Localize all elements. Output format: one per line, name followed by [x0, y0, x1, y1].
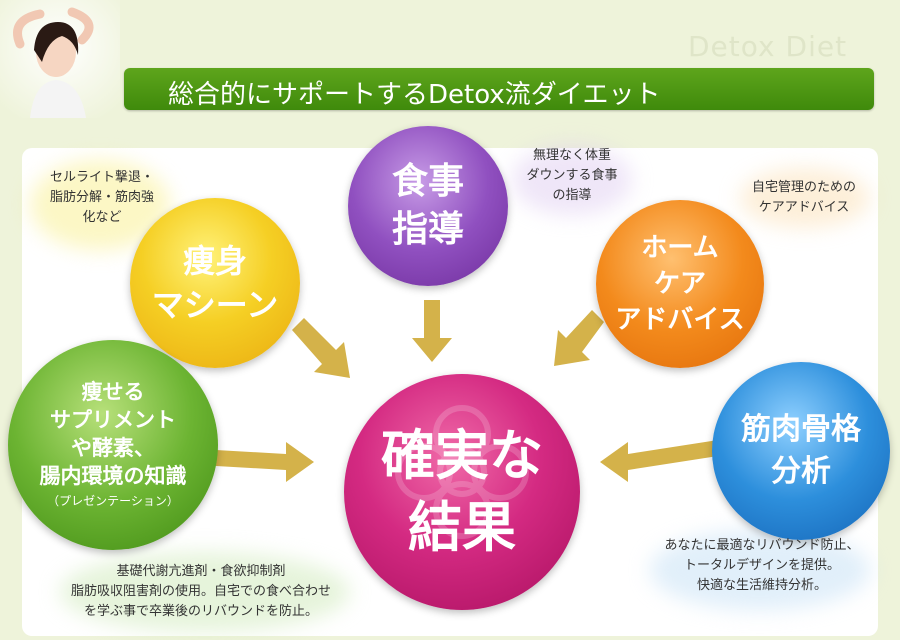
home-note: 自宅管理のための ケアアドバイス — [738, 178, 870, 218]
machine-note: セルライト撃退・ 脂肪分解・筋肉強 化など — [40, 168, 164, 228]
arrow-muscle-to-result — [600, 440, 718, 482]
result-circle: 確実な結果 — [344, 374, 580, 610]
arrow-machine-to-result — [292, 318, 350, 378]
home-circle: ホームケアアドバイス — [596, 200, 764, 368]
home-note-glow — [740, 168, 870, 228]
machine-note-line1: セルライト撃退・ — [49, 170, 154, 185]
home-note-line2: ケアアドバイス — [758, 200, 850, 215]
home-title-line3: アドバイス — [615, 305, 745, 335]
woman-stretching-photo — [0, 0, 120, 118]
arrow-diet-to-result — [412, 300, 452, 362]
supplement-title-line1: 痩せる — [81, 380, 145, 404]
home-note-line1: 自宅管理のための — [751, 180, 856, 195]
diet-title-line2: 指導 — [391, 209, 464, 250]
muscle-title-line2: 分析 — [771, 454, 831, 489]
page-title: 総合的にサポートするDetox流ダイエット — [168, 80, 661, 110]
diet-circle: 食事指導 — [348, 126, 508, 286]
supplement-note-glow — [60, 552, 350, 632]
supplement-title-line2: サプリメント — [50, 408, 176, 432]
muscle-note-glow — [650, 530, 870, 610]
muscle-title-line1: 筋肉骨格 — [741, 412, 861, 447]
machine-title-line2: マシーン — [151, 286, 279, 324]
supplement-circle: 痩せる サプリメント や酵素、 腸内環境の知識 （プレゼンテーション） — [8, 340, 218, 550]
diet-note-line3: の指導 — [552, 188, 592, 203]
machine-title-line1: 痩身 — [182, 242, 247, 280]
diet-title-line1: 食事 — [391, 161, 464, 202]
flower-pattern-icon — [395, 405, 529, 539]
supplement-title-line3: や酵素、 — [71, 436, 155, 460]
supplement-note-line3: を学ぶ事で卒業後のリバウンドを防止。 — [83, 604, 318, 619]
machine-note-line3: 化など — [82, 210, 122, 225]
diet-note: 無理なく体重 ダウンする食事 の指導 — [510, 146, 634, 206]
supplement-note-line2: 脂肪吸収阻害剤の使用。自宅での食べ合わせ — [70, 584, 331, 599]
home-title-line1: ホーム — [641, 233, 719, 263]
diet-note-glow — [512, 145, 632, 215]
muscle-note: あなたに最適なリバウンド防止、 トータルデザインを提供。 快適な生活維持分析。 — [646, 536, 878, 596]
watermark-text: Detox Diet — [688, 30, 848, 63]
arrow-home-to-result — [554, 310, 604, 366]
diet-note-line2: ダウンする食事 — [526, 168, 618, 183]
diet-note-line1: 無理なく体重 — [532, 148, 611, 163]
title-bar — [124, 68, 874, 110]
home-title-line2: ケア — [653, 269, 706, 299]
result-title-line2: 結果 — [408, 496, 516, 559]
machine-circle: 痩身マシーン — [130, 198, 300, 368]
muscle-circle: 筋肉骨格分析 — [712, 362, 890, 540]
supplement-note: 基礎代謝亢進剤・食欲抑制剤 脂肪吸収阻害剤の使用。自宅での食べ合わせ を学ぶ事で… — [46, 562, 356, 622]
supplement-note-line1: 基礎代謝亢進剤・食欲抑制剤 — [116, 564, 286, 579]
muscle-note-line2: トータルデザインを提供。 — [683, 558, 840, 573]
machine-note-line2: 脂肪分解・筋肉強 — [49, 190, 154, 205]
supplement-title-line4: 腸内環境の知識 — [39, 464, 187, 488]
result-title-line1: 確実な — [381, 424, 543, 487]
muscle-note-line1: あなたに最適なリバウンド防止、 — [664, 538, 860, 553]
muscle-note-line3: 快適な生活維持分析。 — [696, 578, 827, 593]
supplement-subtitle: （プレゼンテーション） — [47, 494, 179, 508]
arrow-supplement-to-result — [216, 442, 314, 482]
